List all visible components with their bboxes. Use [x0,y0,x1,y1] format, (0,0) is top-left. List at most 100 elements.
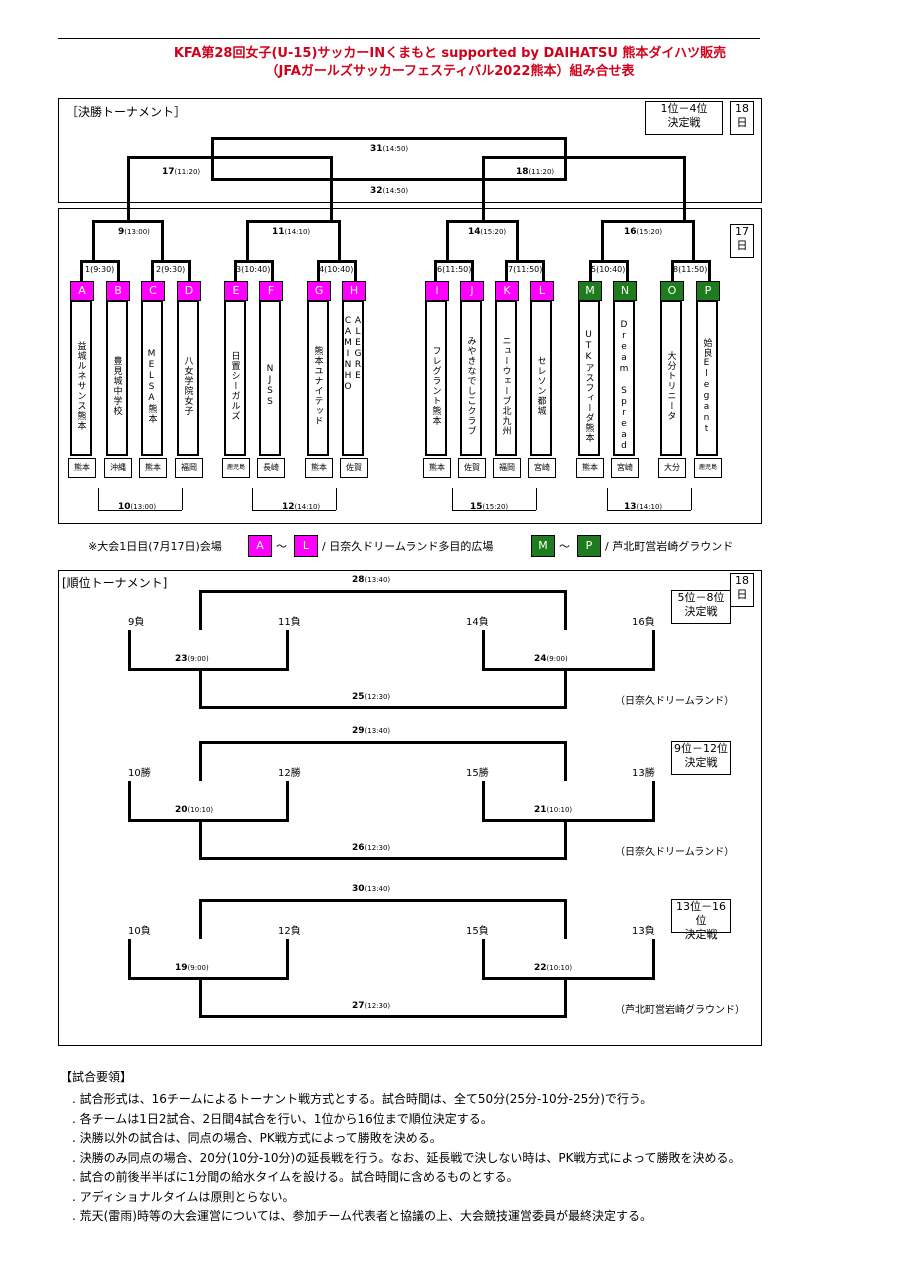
bracket-line [117,260,120,282]
legend-m-box: M [531,535,555,557]
bracket-line [516,220,519,262]
bracket-line [589,260,629,263]
g2-left-match-label: 20(10:10) [175,805,214,815]
g1-slot: 14負 [466,617,489,628]
team-prefecture: 熊本 [139,458,167,478]
placement-frame [58,570,762,1046]
team-name: 豊見城中学校 [111,356,122,416]
team-name: 大分トリニータ [665,351,676,421]
bracket-line [434,260,474,263]
bracket-line [182,488,183,510]
rule-item: . アディショナルタイムは原則とらない。 [72,1189,295,1204]
bracket-line [161,220,164,262]
rule-item: . 決勝以外の試合は、同点の場合、PK戦方式によって勝敗を決める。 [72,1131,442,1145]
bracket-line [199,590,567,593]
top-rule [58,38,760,39]
match-16-label: 16(15:20) [624,227,663,237]
bracket-line [564,819,567,859]
bracket-line [92,220,95,262]
day18-box-top: 18 日 [730,101,754,135]
bracket-line [691,488,692,510]
legend-venue-1: / 日奈久ドリームランド多目的広場 [322,540,494,553]
bracket-line [128,819,289,822]
bracket-line [252,510,336,511]
final-frame-day18 [58,98,762,203]
bracket-line [98,510,182,511]
legend-tilde-1: ～ [276,540,287,553]
rule-item: . 各チームは1日2試合、2日間4試合を行い、1位から16位まで順位決定する。 [72,1111,493,1126]
team-box: MELSA熊本 [141,300,163,456]
final-section-label: ［決勝トーナメント］ [66,105,187,119]
bracket-line [482,156,485,222]
bracket-line [151,260,154,282]
g3-sidebox: 13位－16位 決定戦 [671,899,731,941]
team-prefecture: 長崎 [257,458,285,478]
bracket-line [286,630,289,670]
team-name: UTKアスフィーダ熊本 [583,329,594,443]
page-subtitle: （JFAガールズサッカーフェスティバル2022熊本）組み合せ表 [265,64,635,79]
g3-slot: 10負 [128,926,151,937]
match-15-label: 15(15:20) [470,502,509,512]
bracket-line [128,630,131,670]
g2-sidebox: 9位－12位 決定戦 [671,741,731,775]
placement-section-label: [順位トーナメント] [62,576,168,590]
team-letter: E [224,281,248,301]
match-10-label: 10(13:00) [118,502,157,512]
bracket-line [234,260,237,282]
bracket-line [482,668,655,671]
team-box: 益城ルネサンス熊本 [70,300,92,456]
team-letter: K [495,281,519,301]
team-name: 姶良Elegant [701,337,712,435]
g3-bottom-match-label: 27(12:30) [352,1001,391,1011]
g1-venue: （日奈久ドリームランド） [615,696,735,707]
bracket-line [446,220,519,223]
bracket-line [336,488,337,510]
bracket-line [564,590,567,630]
team-name: MELSA熊本 [146,348,157,424]
bracket-line [271,260,274,282]
g3-slot: 12負 [278,926,301,937]
bracket-line [482,781,485,821]
g3-left-match-label: 19(9:00) [175,963,209,973]
bracket-line [199,899,202,939]
bracket-line [601,220,604,262]
team-letter: C [141,281,165,301]
team-letter: J [460,281,484,301]
g1-left-match-label: 23(9:00) [175,654,209,664]
g3-right-match-label: 22(10:10) [534,963,573,973]
team-prefecture: 熊本 [68,458,96,478]
team-prefecture: 大分 [658,458,686,478]
rule-item: . 試合形式は、16チームによるトーナント戦方式とする。試合時間は、全て50分(… [72,1092,653,1106]
bracket-line [286,939,289,979]
rule-item: . 荒天(雷雨)時等の大会運営については、参加チーム代表者と協議の上、大会競技運… [72,1209,653,1223]
bracket-line [482,819,655,822]
final-sidebox: 1位－4位 決定戦 [645,101,723,135]
match-14-label: 14(15:20) [468,227,507,237]
g1-slot: 11負 [278,617,301,628]
bracket-line [128,668,289,671]
bracket-line [601,220,695,223]
team-name: フレグラント熊本 [430,346,441,426]
match-11-label: 11(14:10) [272,227,311,237]
bracket-line [199,741,567,744]
team-letter: I [425,281,449,301]
legend-p-box: P [577,535,601,557]
bracket-line [80,260,83,282]
team-box: みやきなでしこクラブ [460,300,482,456]
team-box: 日置シーガルズ [224,300,246,456]
bracket-line [482,977,655,980]
team-prefecture: 福岡 [493,458,521,478]
match-18-label: 18(11:20) [516,167,555,177]
bracket-line [354,260,357,282]
team-box: ALEGRE CAMINHO [342,300,364,456]
team-letter: M [578,281,602,301]
bracket-line [482,156,686,159]
bracket-line [92,220,164,223]
team-prefecture: 佐賀 [340,458,368,478]
team-name: NJSS [265,364,275,408]
bracket-line [564,899,567,939]
legend-tilde-2: ～ [559,540,570,553]
bracket-line [692,220,695,262]
bracket-line [127,156,333,159]
day17-box: 17 日 [730,224,754,258]
